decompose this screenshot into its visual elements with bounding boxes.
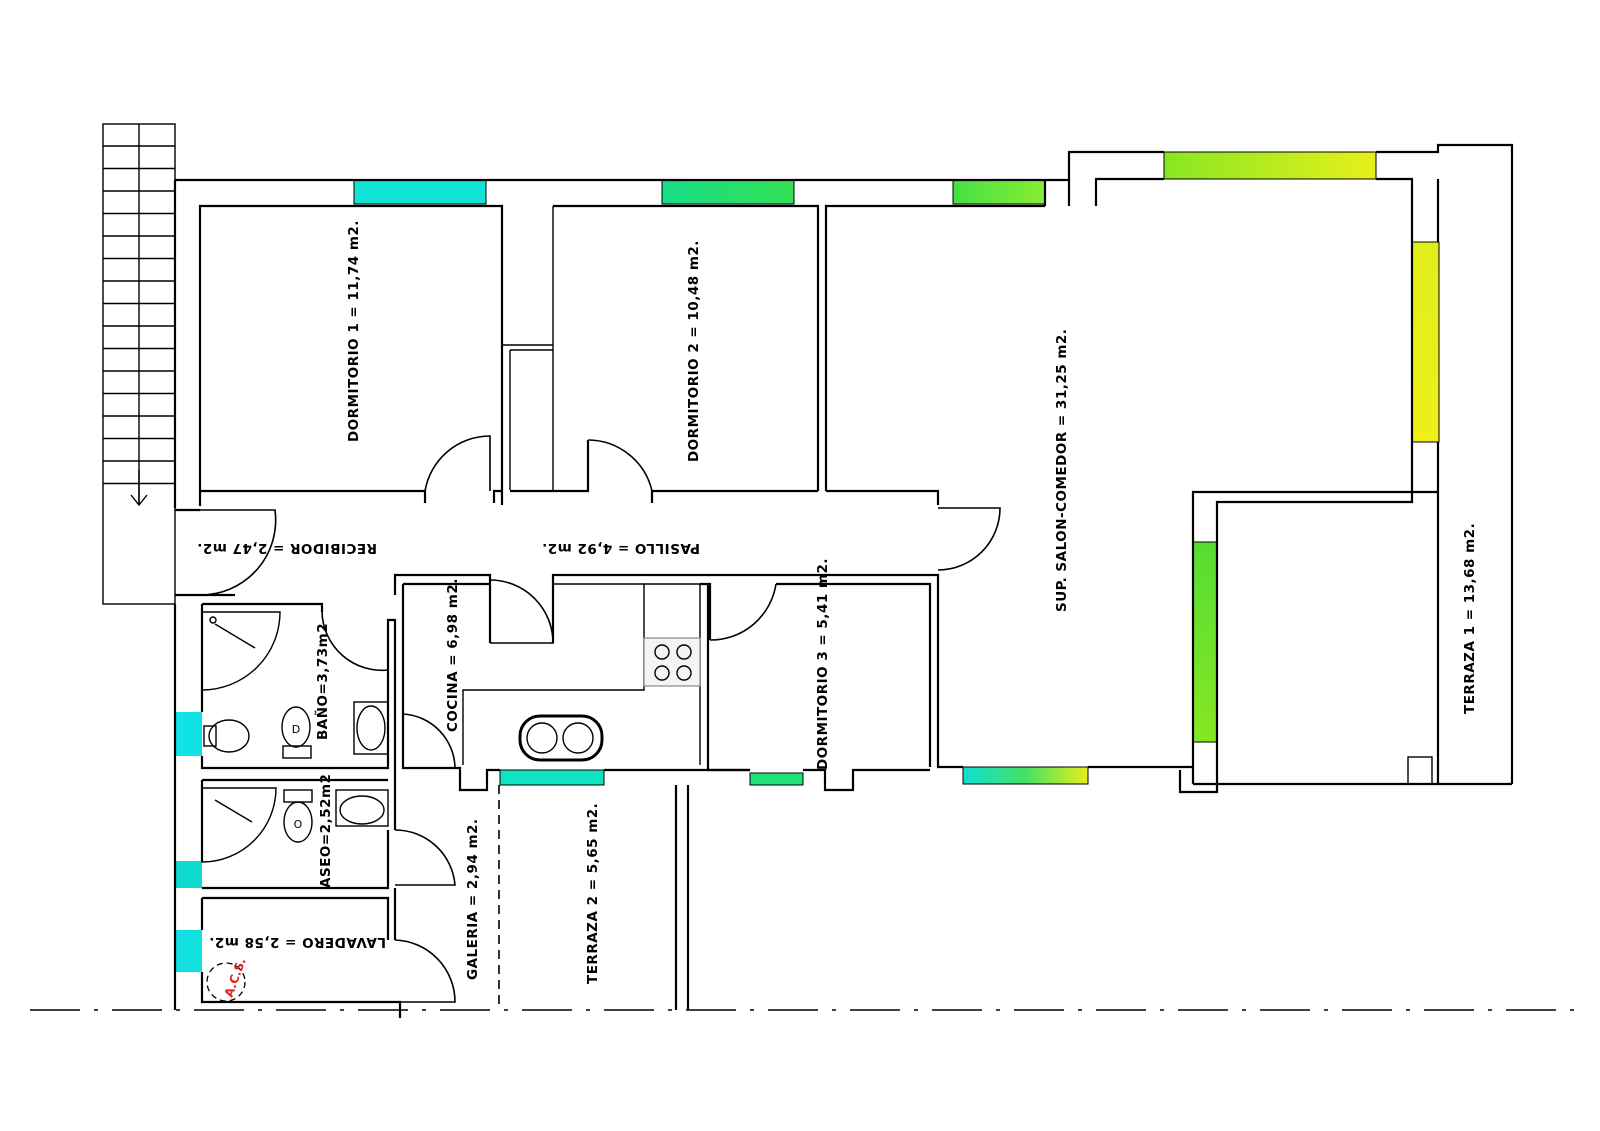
svg-text:D: D <box>292 723 300 736</box>
label-salon-comedor: SUP. SALON-COMEDOR = 31,25 m2. <box>1054 329 1070 612</box>
door-galeria <box>402 713 456 769</box>
room-labels: DORMITORIO 1 = 11,74 m2. DORMITORIO 2 = … <box>197 220 1478 999</box>
staircase <box>102 123 176 605</box>
label-terraza1: TERRAZA 1 = 13,68 m2. <box>1462 523 1478 714</box>
window-cocina <box>499 769 605 786</box>
door-dormitorio1 <box>424 435 491 492</box>
window-salon-side <box>1192 541 1218 743</box>
stair-arrow-icon <box>130 470 148 507</box>
door-aseo <box>394 829 456 886</box>
window-lavadero <box>176 930 202 972</box>
doors <box>199 435 1001 1003</box>
toilet-icon: D <box>203 706 312 759</box>
windows <box>176 151 1440 972</box>
label-cocina: COCINA = 6,98 m2. <box>445 578 461 732</box>
label-terraza2: TERRAZA 2 = 5,65 m2. <box>585 803 601 984</box>
door-entrada <box>199 509 277 596</box>
door-bano <box>321 611 389 672</box>
window-dormitorio1 <box>353 179 487 205</box>
label-dormitorio2: DORMITORIO 2 = 10,48 m2. <box>686 240 702 462</box>
window-dormitorio3 <box>749 772 804 786</box>
label-aseo: ASEO=2,52m2 <box>318 774 334 888</box>
walls <box>30 143 1580 1018</box>
label-pasillo: PASILLO = 4,92 m2. <box>542 540 700 556</box>
fixtures: D O <box>201 611 701 1002</box>
label-recibidor: RECIBIDOR = 2,47 m2. <box>197 540 377 556</box>
label-dormitorio1: DORMITORIO 1 = 11,74 m2. <box>346 220 362 442</box>
window-salon-bottom <box>962 766 1089 785</box>
label-dormitorio3: DORMITORIO 3 = 5,41 m2. <box>815 558 831 770</box>
shower-tray-bano <box>201 611 281 691</box>
kitchen-sink-icon <box>518 714 604 762</box>
label-bano: BAÑO=3,73m2 <box>314 623 331 740</box>
washbasin-bano <box>353 701 389 755</box>
label-galeria: GALERIA = 2,94 m2. <box>465 818 481 980</box>
svg-text:O: O <box>294 818 303 831</box>
window-bano <box>176 712 202 756</box>
window-salon-top <box>952 179 1046 205</box>
water-heater-icon <box>206 962 246 1002</box>
window-salon-bay <box>1163 151 1377 180</box>
shower-tray-aseo <box>201 787 277 863</box>
window-terraza1-side <box>1411 241 1440 443</box>
washbasin-aseo <box>335 789 389 827</box>
window-aseo <box>176 861 202 888</box>
window-dormitorio2 <box>661 179 795 205</box>
cooktop-icon <box>643 637 701 687</box>
door-salon <box>937 507 1001 571</box>
toilet-aseo-icon: O <box>283 789 313 843</box>
door-dormitorio2 <box>587 439 653 492</box>
door-cocina <box>489 579 554 644</box>
door-dormitorio3 <box>709 583 777 641</box>
label-lavadero: LAVADERO = 2,58 m2. <box>209 934 386 950</box>
door-lavadero <box>394 939 456 1003</box>
